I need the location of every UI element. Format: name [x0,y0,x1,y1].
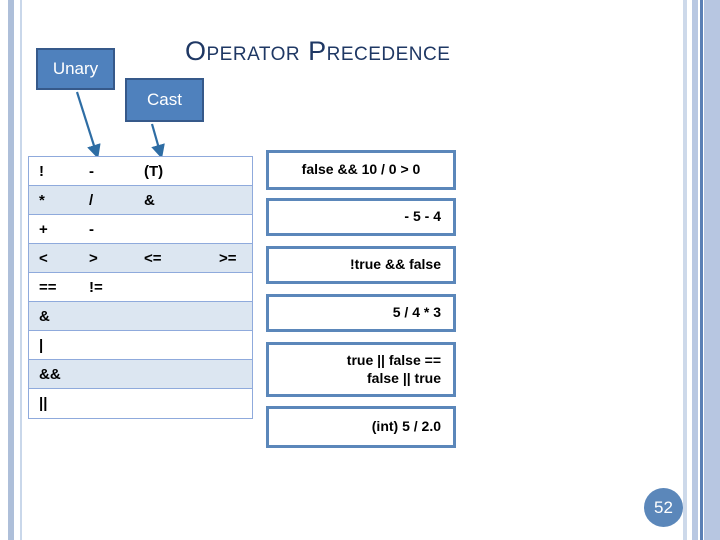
table-row: ! - (T) [29,157,252,186]
expression-box: - 5 - 4 [266,198,456,236]
expression-line: false && 10 / 0 > 0 [301,161,421,178]
operator-cell: || [39,395,48,412]
operator-cell: - [89,163,94,180]
table-row: || [29,389,252,418]
table-row: + - [29,215,252,244]
arrow-unary-to-minus [75,91,101,159]
arrow-cast-to-cast-op [150,123,165,159]
decor-stripe-right-2 [692,0,698,540]
callout-cast-label: Cast [147,90,182,109]
operator-cell: >= [219,250,237,267]
decor-stripe-right-1 [683,0,687,540]
table-row: | [29,331,252,360]
expression-line: true || false == [346,352,441,368]
operator-precedence-table: ! - (T) * / & + - < > <= >= == != [28,156,253,419]
expression-line: false || true [367,369,441,386]
expression-line: - 5 - 4 [404,208,441,225]
callout-unary[interactable]: Unary [36,48,115,90]
table-row: == != [29,273,252,302]
expression-box: !true && false [266,246,456,284]
decor-stripe-right-4 [704,0,720,540]
operator-cell: & [39,308,50,325]
table-row: * / & [29,186,252,215]
page-number-badge: 52 [644,488,683,527]
decor-stripe-right-3 [700,0,703,540]
table-row: && [29,360,252,389]
operator-cell: - [89,221,94,238]
operator-cell: / [89,192,94,209]
callout-unary-label: Unary [52,59,99,78]
operator-cell: * [39,192,45,209]
operator-cell: < [39,250,48,267]
expression-box: false && 10 / 0 > 0 [266,150,456,190]
callout-cast[interactable]: Cast [125,78,204,122]
expression-box: (int) 5 / 2.0 [266,406,456,448]
expression-box: 5 / 4 * 3 [266,294,456,332]
expression-line: (int) 5 / 2.0 [371,418,441,435]
table-row: & [29,302,252,331]
operator-cell: (T) [144,163,164,180]
operator-cell: != [89,279,103,296]
expression-line: 5 / 4 * 3 [392,304,441,321]
operator-cell: <= [144,250,162,267]
operator-cell: ! [39,163,44,180]
operator-cell: | [39,337,44,354]
operator-cell: && [39,366,61,383]
operator-cell: + [39,221,48,238]
operator-cell: == [39,279,57,296]
operator-cell: & [144,192,155,209]
expression-box: true || false == false || true [266,342,456,397]
page-title: Operator Precedence [185,36,451,66]
expression-line: !true && false [349,256,441,273]
decor-stripe-left-inner [20,0,22,540]
table-row: < > <= >= [29,244,252,273]
operator-cell: > [89,250,98,267]
decor-stripe-left-outer [8,0,14,540]
